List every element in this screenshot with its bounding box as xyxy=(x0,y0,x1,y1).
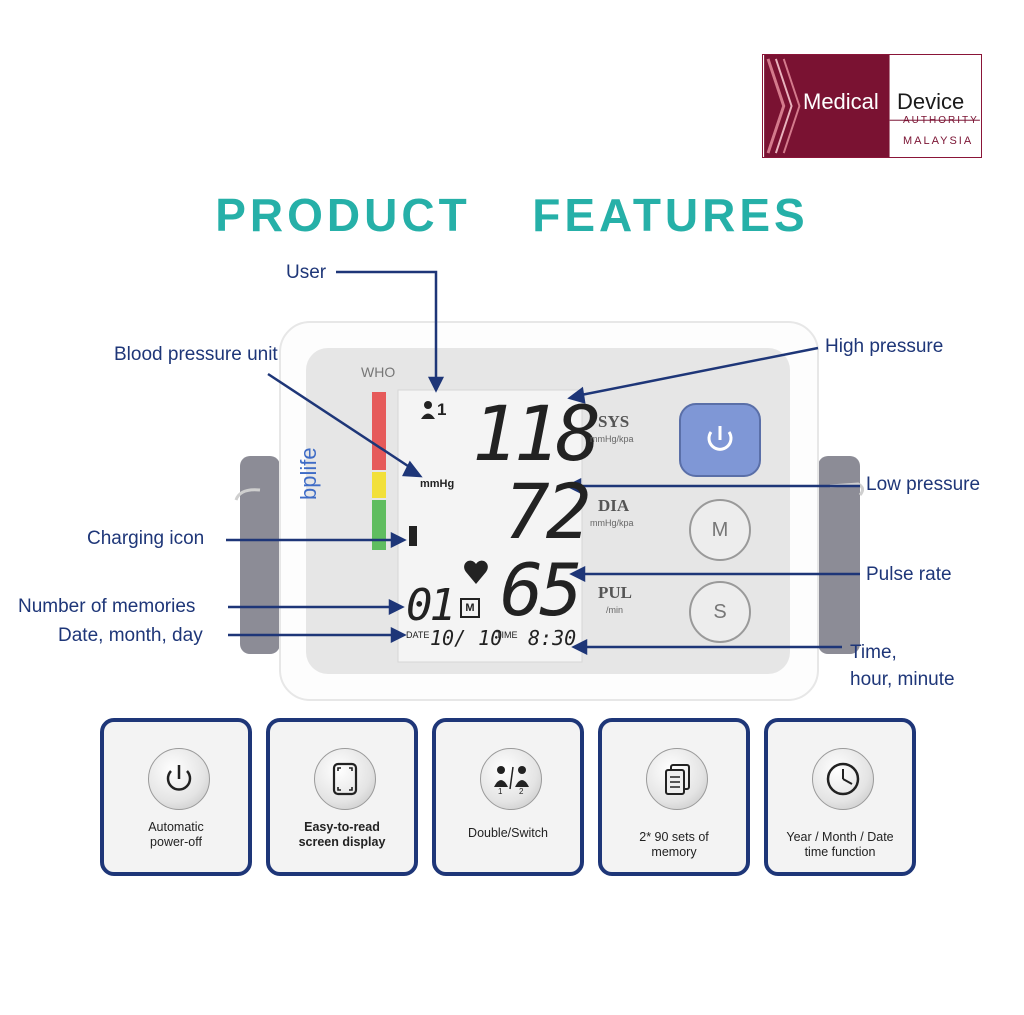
cuff-right xyxy=(818,456,860,654)
logo-word-authority: AUTHORITY xyxy=(903,115,979,126)
logo-word-malaysia: MALAYSIA xyxy=(903,135,974,147)
pul-unit: /min xyxy=(606,605,624,615)
power-icon xyxy=(148,748,210,810)
feature-label-line2: memory xyxy=(651,845,697,859)
feature-card-screen-display: Easy-to-read screen display xyxy=(266,718,418,876)
mda-logo: Medical Device AUTHORITY MALAYSIA xyxy=(762,54,982,158)
unit-indicator: mmHg xyxy=(420,478,455,490)
users-icon: 1 2 xyxy=(480,748,542,810)
feature-card-auto-power-off: Automatic power-off xyxy=(100,718,252,876)
page-title: PRODUCT FEATURES xyxy=(215,189,809,241)
callout-time-line2: hour, minute xyxy=(850,669,955,690)
callout-memories: Number of memories xyxy=(18,596,196,617)
callout-time-line1: Time, xyxy=(850,642,897,663)
screen-icon xyxy=(314,748,376,810)
feature-card-time-function: Year / Month / Date time function xyxy=(764,718,916,876)
pul-label: PUL xyxy=(598,583,632,602)
logo-chevron-graphic xyxy=(764,55,980,157)
logo-word-medical: Medical xyxy=(803,89,879,114)
svg-text:1: 1 xyxy=(498,787,503,796)
callout-bp-unit: Blood pressure unit xyxy=(114,344,278,365)
user-indicator: 1 xyxy=(437,400,447,419)
heart-icon xyxy=(464,560,488,584)
feature-label-line1: Easy-to-read xyxy=(304,820,380,834)
callout-low-pressure: Low pressure xyxy=(866,474,981,495)
feature-card-memory: 2* 90 sets of memory xyxy=(598,718,750,876)
feature-label-line2: power-off xyxy=(150,835,202,849)
who-bar-yellow xyxy=(372,472,386,498)
feature-label-line2: time function xyxy=(804,845,876,859)
sys-unit: mmHg/kpa xyxy=(590,434,634,444)
time-value: 8:30 xyxy=(528,626,577,650)
dia-reading: 72 xyxy=(504,467,591,556)
callout-pulse-rate: Pulse rate xyxy=(866,564,952,585)
feature-label-line1: Double/Switch xyxy=(468,826,548,840)
feature-label-line2: screen display xyxy=(298,835,386,849)
sys-reading: 118 xyxy=(472,389,601,478)
sys-label: SYS xyxy=(598,412,630,431)
callout-user: User xyxy=(286,262,327,283)
who-bar-green xyxy=(372,500,386,550)
clock-icon xyxy=(812,748,874,810)
memory-button[interactable]: M xyxy=(711,519,729,541)
who-label: WHO xyxy=(361,364,396,380)
feature-label-line1: Automatic xyxy=(148,820,204,834)
date-label: DATE xyxy=(406,630,430,640)
brand-logo: bplife xyxy=(296,447,321,500)
cuff-left xyxy=(240,456,280,654)
set-button[interactable]: S xyxy=(713,601,727,623)
callout-date: Date, month, day xyxy=(58,625,203,646)
feature-card-double-switch: 1 2 Double/Switch xyxy=(432,718,584,876)
dia-unit: mmHg/kpa xyxy=(590,518,634,528)
logo-word-device: Device xyxy=(897,89,965,114)
date-value: 10/ 10 xyxy=(430,626,503,650)
who-bar-red xyxy=(372,392,386,470)
callout-high-pressure: High pressure xyxy=(825,336,944,357)
document-icon xyxy=(646,748,708,810)
feature-label-line1: Year / Month / Date xyxy=(786,830,894,844)
charging-icon xyxy=(409,526,417,546)
memory-badge: M xyxy=(460,598,480,618)
memory-count: 01 xyxy=(406,580,456,631)
feature-label-line1: 2* 90 sets of xyxy=(639,830,709,844)
callout-charging: Charging icon xyxy=(87,528,205,549)
time-label: TIME xyxy=(496,630,518,640)
dia-label: DIA xyxy=(598,496,630,515)
pulse-reading: 65 xyxy=(500,548,583,632)
power-button[interactable] xyxy=(680,404,760,476)
lcd-screen xyxy=(397,389,583,663)
svg-text:2: 2 xyxy=(519,787,524,796)
